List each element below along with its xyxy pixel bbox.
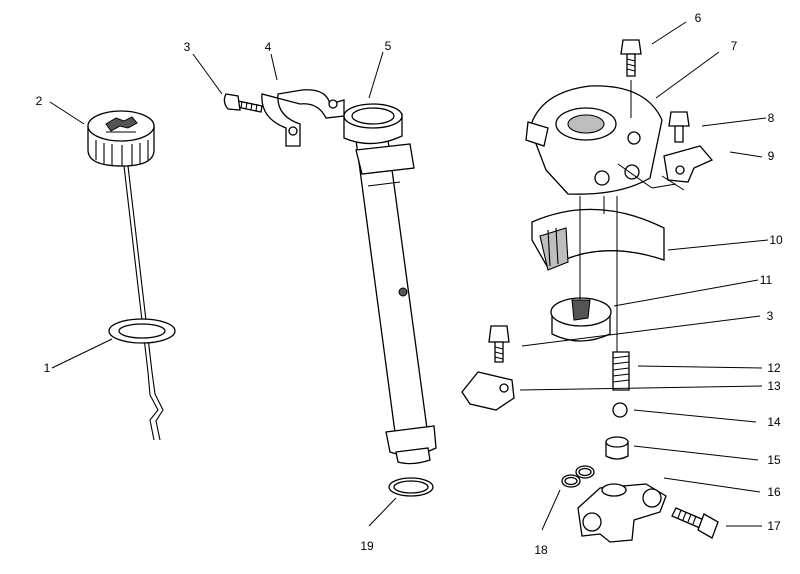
callout-12: 12 [767,361,781,375]
part-bracket-plate [661,145,714,191]
part-tube-clamp [261,89,345,147]
callout-1: 1 [44,361,51,375]
part-check-ball [612,402,628,418]
part-valve-seat [605,436,629,460]
part-dipstick-cap [87,110,155,167]
part-bolt-top [620,39,642,77]
part-adapter-o-rings [561,465,595,488]
callout-4: 4 [265,40,272,54]
part-dipstick-rod [123,165,164,441]
callout-9: 9 [768,149,775,163]
callout-19: 19 [360,539,374,553]
callout-10: 10 [769,233,783,247]
part-filter-body [550,297,612,342]
leader-lines [49,21,769,531]
part-relief-spring [612,351,630,391]
part-bolt-clamp [223,93,263,113]
callout-18: 18 [534,543,548,557]
callout-15: 15 [767,453,781,467]
callout-13: 13 [767,379,781,393]
part-bolt-plate [488,325,510,363]
callout-7: 7 [731,39,738,53]
part-bolt-adapter [671,507,719,539]
callout-labels: 1 2 3 4 5 6 7 8 9 10 11 3 12 13 14 15 16… [36,11,783,557]
assembly-lines [579,80,677,352]
part-bolt-bracket [668,111,690,143]
callout-8: 8 [768,111,775,125]
callout-3-top: 3 [184,40,191,54]
part-filter-housing [525,85,663,195]
part-retaining-plate [461,371,515,411]
callout-5: 5 [385,39,392,53]
callout-2: 2 [36,94,43,108]
callout-17: 17 [767,519,781,533]
part-dipstick-o-ring [108,318,176,344]
part-adapter-block [577,483,667,543]
callout-16: 16 [767,485,781,499]
callout-11: 11 [760,273,773,287]
callout-14: 14 [767,415,781,429]
callout-6: 6 [695,11,702,25]
part-dipstick-tube [343,103,437,465]
callout-3-bottom: 3 [767,309,774,323]
part-filter-screen [531,208,665,271]
part-tube-o-ring [388,477,434,497]
